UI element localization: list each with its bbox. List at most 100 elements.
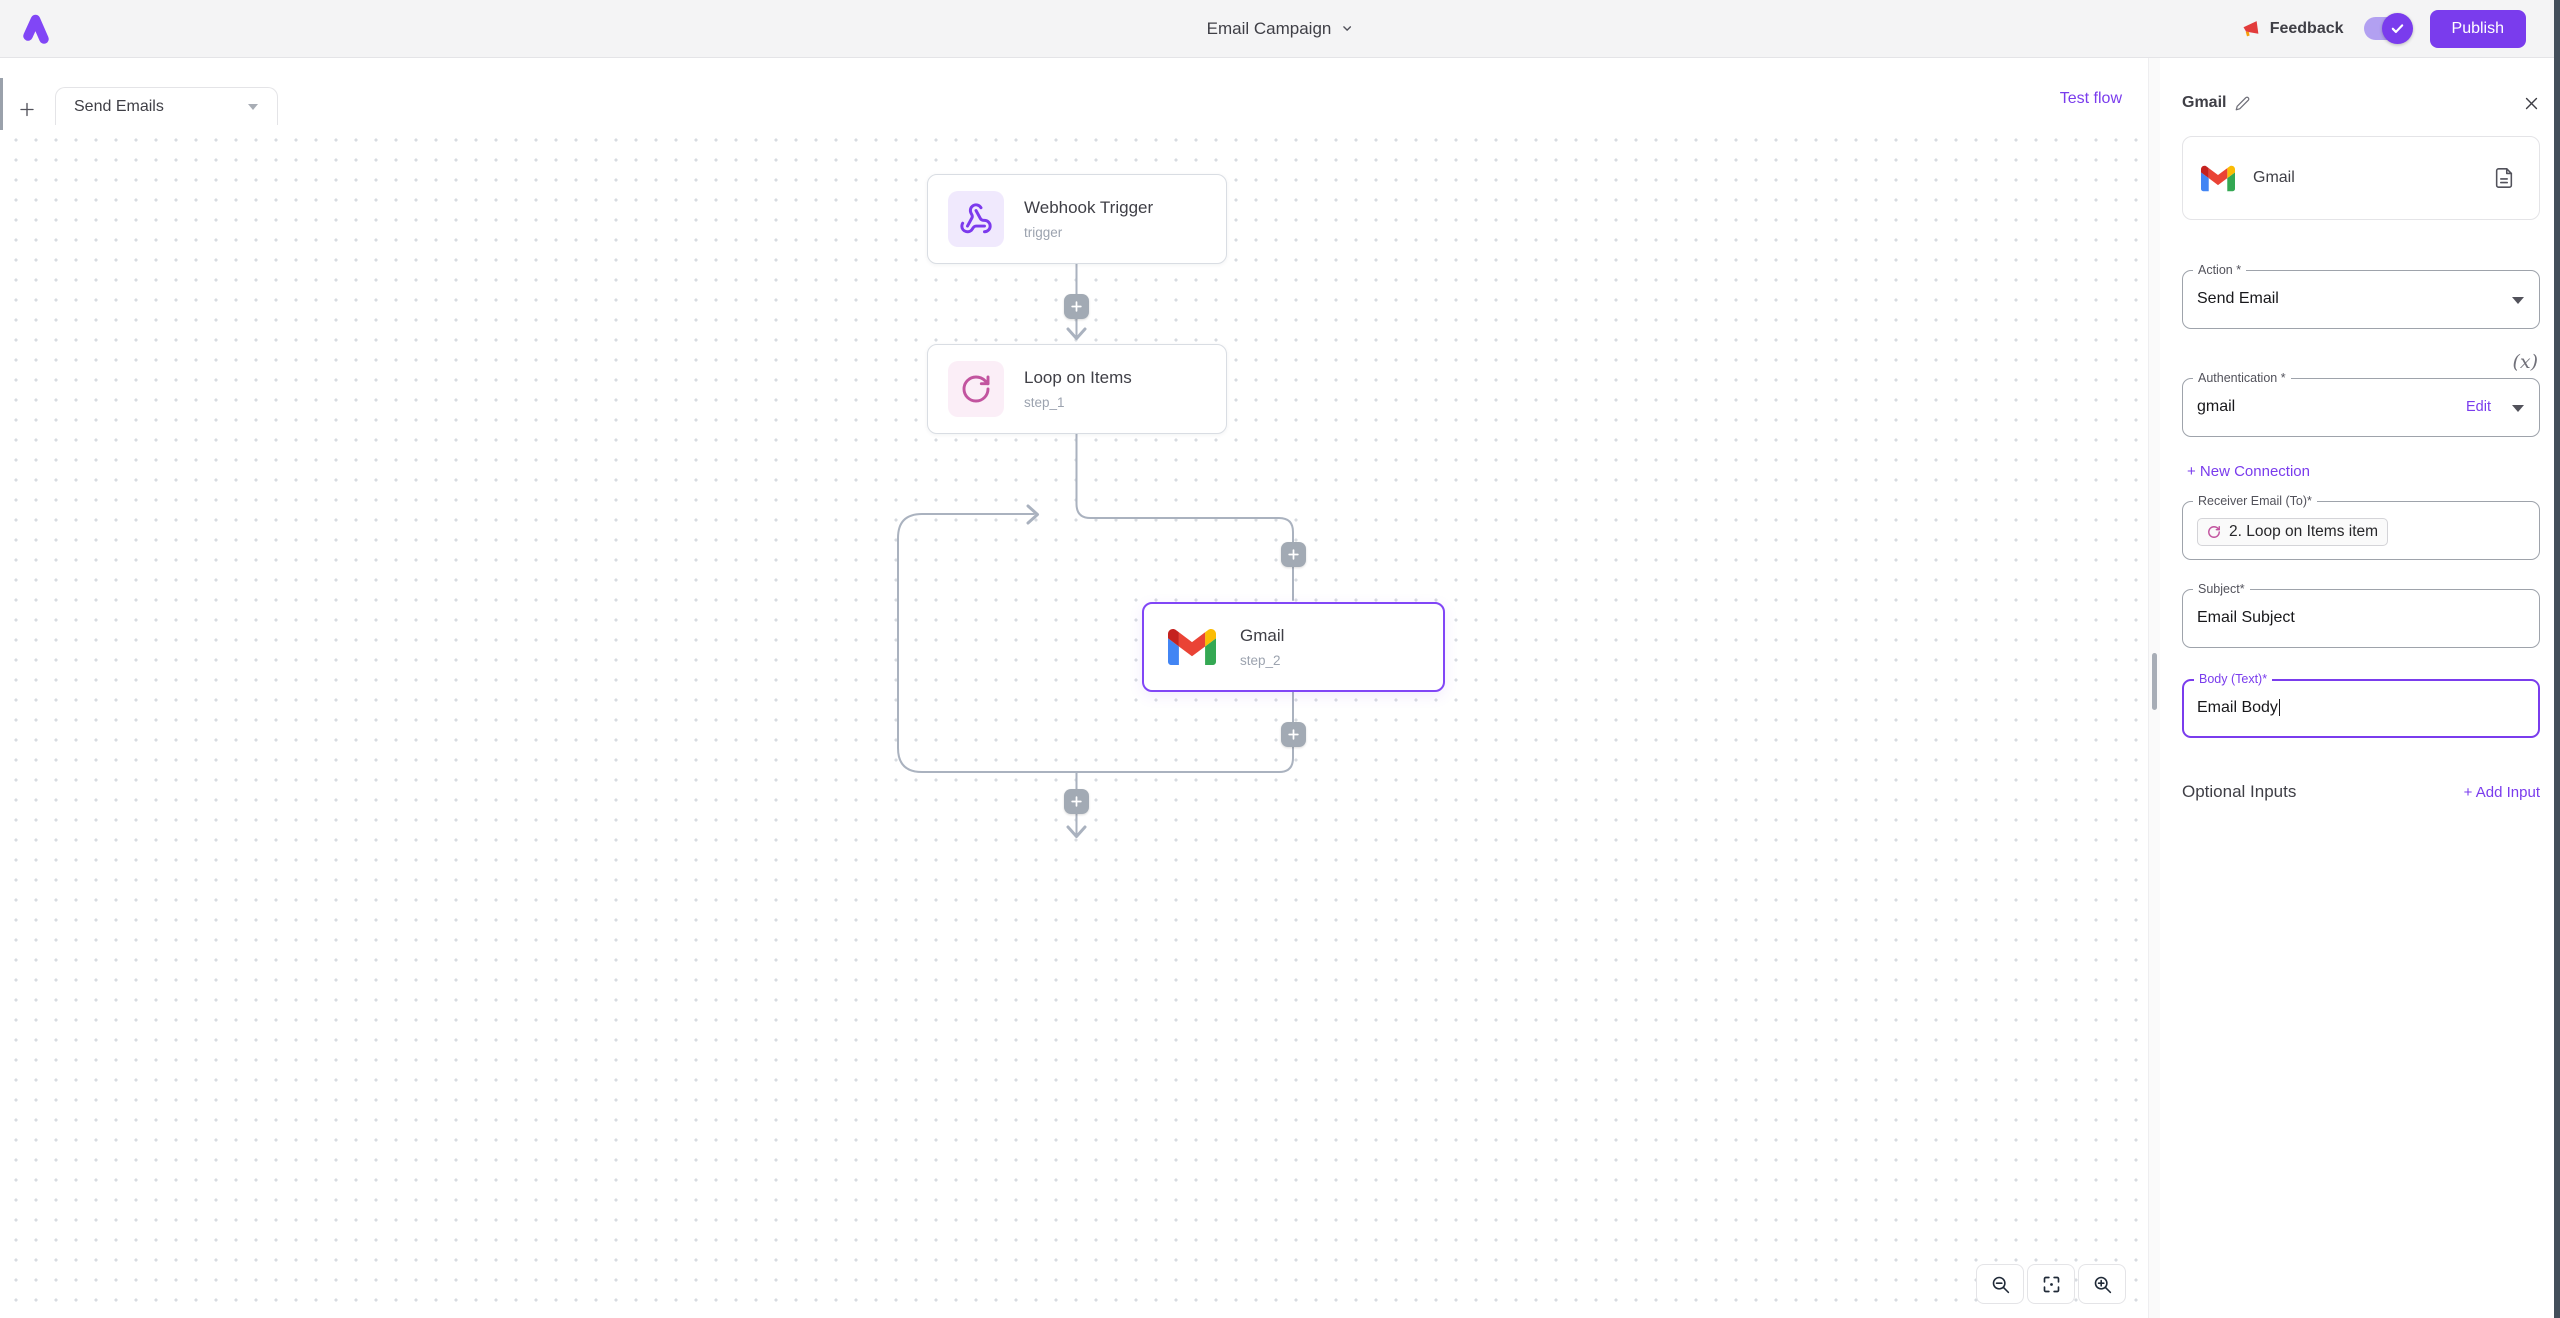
subject-label: Subject* xyxy=(2193,582,2250,596)
gmail-icon-box xyxy=(1164,619,1220,675)
loop-icon xyxy=(2208,526,2220,538)
add-input-link[interactable]: + Add Input xyxy=(2463,783,2540,801)
window-scrollbar[interactable] xyxy=(2554,0,2560,1318)
action-label: Action * xyxy=(2193,263,2247,277)
add-step-button-2[interactable] xyxy=(1280,542,1306,567)
header-actions: Feedback Publish xyxy=(2240,9,2540,48)
edit-connection-link[interactable]: Edit xyxy=(2466,399,2491,415)
dynamic-value-row: (x) xyxy=(2182,353,2538,372)
node-webhook-trigger[interactable]: Webhook Trigger trigger xyxy=(927,174,1227,264)
webhook-icon-box xyxy=(948,191,1004,247)
new-connection-link[interactable]: + New Connection xyxy=(2187,463,2310,480)
tab-caret-down-icon xyxy=(248,103,258,110)
plus-icon xyxy=(1287,549,1299,560)
step-settings-panel: Gmail Gmail xyxy=(2160,58,2560,1318)
pencil-icon xyxy=(2236,96,2250,110)
node-loop-on-items[interactable]: Loop on Items step_1 xyxy=(927,344,1227,434)
receiver-email-field[interactable]: Receiver Email (To)* 2. Loop on Items it… xyxy=(2182,494,2540,560)
zoom-out-icon xyxy=(1992,1276,2009,1293)
webhook-icon xyxy=(960,203,992,234)
node-subtitle: trigger xyxy=(1024,225,1063,240)
document-icon xyxy=(2495,168,2513,188)
node-subtitle: step_1 xyxy=(1024,395,1065,410)
left-edge-handle xyxy=(0,78,3,130)
node-texts: Gmail step_2 xyxy=(1240,626,1284,668)
zoom-in-button[interactable] xyxy=(2078,1264,2126,1304)
authentication-label: Authentication * xyxy=(2193,371,2291,385)
node-title: Gmail xyxy=(1240,626,1285,645)
close-panel-button[interactable] xyxy=(2523,95,2540,112)
caret-down-icon xyxy=(2512,405,2524,412)
feedback-button[interactable]: Feedback xyxy=(2240,18,2344,39)
plus-icon xyxy=(1287,729,1299,740)
toggle-thumb xyxy=(2381,13,2413,44)
node-gmail[interactable]: Gmail step_2 xyxy=(1142,602,1445,692)
receiver-email-label: Receiver Email (To)* xyxy=(2193,494,2317,508)
panel-title: Gmail xyxy=(2182,94,2227,111)
add-step-button-3[interactable] xyxy=(1280,722,1306,747)
publish-button[interactable]: Publish xyxy=(2429,9,2526,48)
flow-title-menu[interactable]: Email Campaign xyxy=(1207,19,1354,39)
fit-view-button[interactable] xyxy=(2027,1264,2075,1304)
text-cursor xyxy=(2278,699,2281,716)
body-text-value: Email Body xyxy=(2197,699,2278,716)
chevron-down-icon xyxy=(1342,26,1351,31)
action-select[interactable]: Action * Send Email xyxy=(2182,263,2540,329)
caret-down-icon xyxy=(2512,297,2524,304)
add-flow-button[interactable] xyxy=(12,94,42,124)
plus-icon xyxy=(1071,796,1082,807)
body-text-field[interactable]: Body (Text)* Email Body xyxy=(2182,672,2540,738)
rename-step-button[interactable] xyxy=(2235,96,2250,111)
piece-name: Gmail xyxy=(2253,169,2295,186)
close-icon xyxy=(2525,97,2538,109)
canvas-topbar xyxy=(0,58,2148,124)
panel-resize-gutter xyxy=(2148,58,2160,1318)
zoom-out-button[interactable] xyxy=(1976,1264,2024,1304)
flow-canvas[interactable]: Send Emails Test flow xyxy=(0,58,2148,1318)
node-title: Loop on Items xyxy=(1024,368,1132,387)
loop-item-token-label: 2. Loop on Items item xyxy=(2229,523,2379,540)
node-texts: Webhook Trigger trigger xyxy=(1024,198,1153,240)
optional-inputs-title: Optional Inputs xyxy=(2182,782,2297,801)
piece-info-card: Gmail xyxy=(2182,136,2540,220)
authentication-value: gmail xyxy=(2197,398,2236,415)
loop-item-token-chip[interactable]: 2. Loop on Items item xyxy=(2197,518,2389,546)
authentication-select[interactable]: Authentication * gmail Edit xyxy=(2182,371,2540,437)
fit-view-icon xyxy=(2043,1276,2059,1292)
optional-inputs-row: Optional Inputs + Add Input xyxy=(2182,782,2540,802)
flow-tab-label: Send Emails xyxy=(74,97,164,115)
canvas-dot-grid[interactable] xyxy=(0,124,2148,1318)
add-step-button-4[interactable] xyxy=(1064,789,1089,814)
main-area: Send Emails Test flow xyxy=(0,58,2560,1318)
activepieces-logo-icon xyxy=(23,14,49,44)
loop-icon xyxy=(962,375,990,403)
gmail-icon xyxy=(2201,165,2235,191)
node-title: Webhook Trigger xyxy=(1024,198,1154,217)
flow-tab-send-emails[interactable]: Send Emails xyxy=(55,87,278,125)
dynamic-value-icon[interactable]: (x) xyxy=(2512,351,2538,373)
publish-toggle[interactable] xyxy=(2363,13,2413,44)
node-subtitle: step_2 xyxy=(1240,653,1281,668)
action-value: Send Email xyxy=(2197,290,2279,307)
test-flow-link[interactable]: Test flow xyxy=(2059,90,2122,107)
body-text-label: Body (Text)* xyxy=(2194,672,2273,686)
flow-title: Email Campaign xyxy=(1206,18,1332,38)
check-icon xyxy=(2391,24,2403,33)
megaphone-icon xyxy=(2243,21,2259,37)
authentication-row: gmail Edit xyxy=(2197,398,2525,416)
plus-icon xyxy=(20,102,34,116)
zoom-controls xyxy=(1976,1264,2126,1304)
panel-resize-handle[interactable] xyxy=(2152,653,2157,710)
panel-header: Gmail xyxy=(2182,94,2540,112)
top-header: Email Campaign Feedback Publish xyxy=(0,0,2560,58)
subject-field[interactable]: Subject* Email Subject xyxy=(2182,582,2540,648)
subject-value: Email Subject xyxy=(2197,609,2295,626)
node-texts: Loop on Items step_1 xyxy=(1024,368,1132,410)
gmail-icon xyxy=(1168,628,1216,665)
loop-icon-box xyxy=(948,361,1004,417)
zoom-in-icon xyxy=(2094,1276,2111,1293)
piece-docs-button[interactable] xyxy=(2487,166,2521,190)
add-step-button-1[interactable] xyxy=(1064,294,1089,319)
feedback-label: Feedback xyxy=(2269,19,2344,37)
